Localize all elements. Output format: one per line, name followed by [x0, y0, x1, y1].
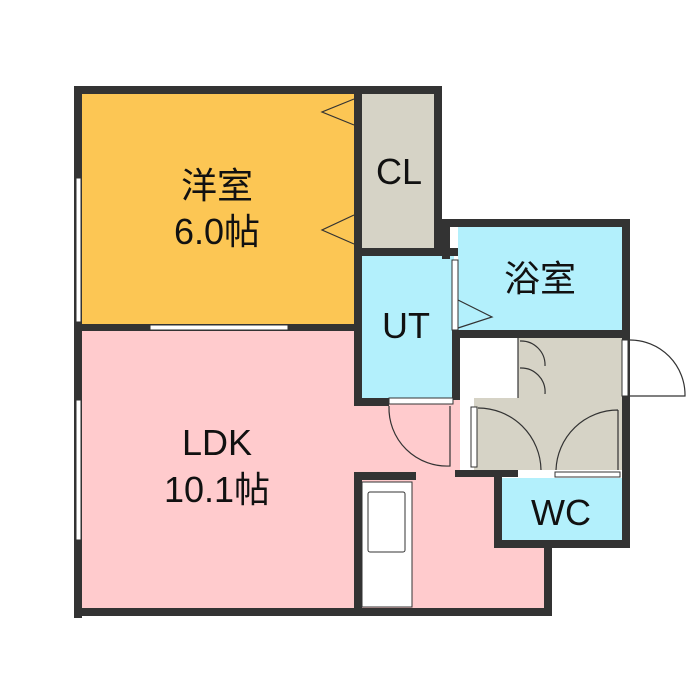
hall-door-swing-right[interactable]: [555, 409, 619, 471]
western-room-name: 洋室: [181, 165, 253, 206]
hallway: [474, 398, 622, 470]
window-western: [75, 177, 82, 323]
ut-door-frame: [388, 397, 454, 405]
shoe-cabinet-doors[interactable]: [519, 340, 546, 395]
kitchen-sink: [367, 491, 406, 553]
bath-label: 浴室: [504, 258, 576, 299]
ut-door-swing[interactable]: [388, 405, 451, 467]
sliding-door-western[interactable]: [149, 324, 289, 331]
wc-door-frame: [554, 471, 621, 478]
hall-door-swing-left[interactable]: [477, 407, 542, 471]
room-ut-fill: [360, 255, 454, 398]
closet-label: CL: [376, 151, 422, 192]
ldk-room-name: LDK: [182, 422, 252, 463]
storage-white: [460, 338, 518, 398]
wc-label: WC: [531, 492, 591, 533]
room-closet-fill: [360, 92, 438, 250]
closet-door-marks[interactable]: [320, 98, 355, 245]
bath-door[interactable]: [451, 259, 459, 331]
room-wc-fill: [500, 478, 622, 546]
ut-label: UT: [382, 305, 430, 346]
western-room-size: 6.0帖: [174, 211, 260, 252]
hall-door-frame: [470, 406, 478, 468]
ldk-room-size: 10.1帖: [164, 469, 270, 510]
entrance-door-swing[interactable]: [629, 339, 686, 397]
room-western-fill: [80, 92, 357, 328]
entrance-door-frame: [621, 339, 629, 397]
bath-door-swing[interactable]: [457, 299, 494, 329]
storage-shoe: [518, 338, 622, 398]
window-ldk: [75, 399, 82, 541]
